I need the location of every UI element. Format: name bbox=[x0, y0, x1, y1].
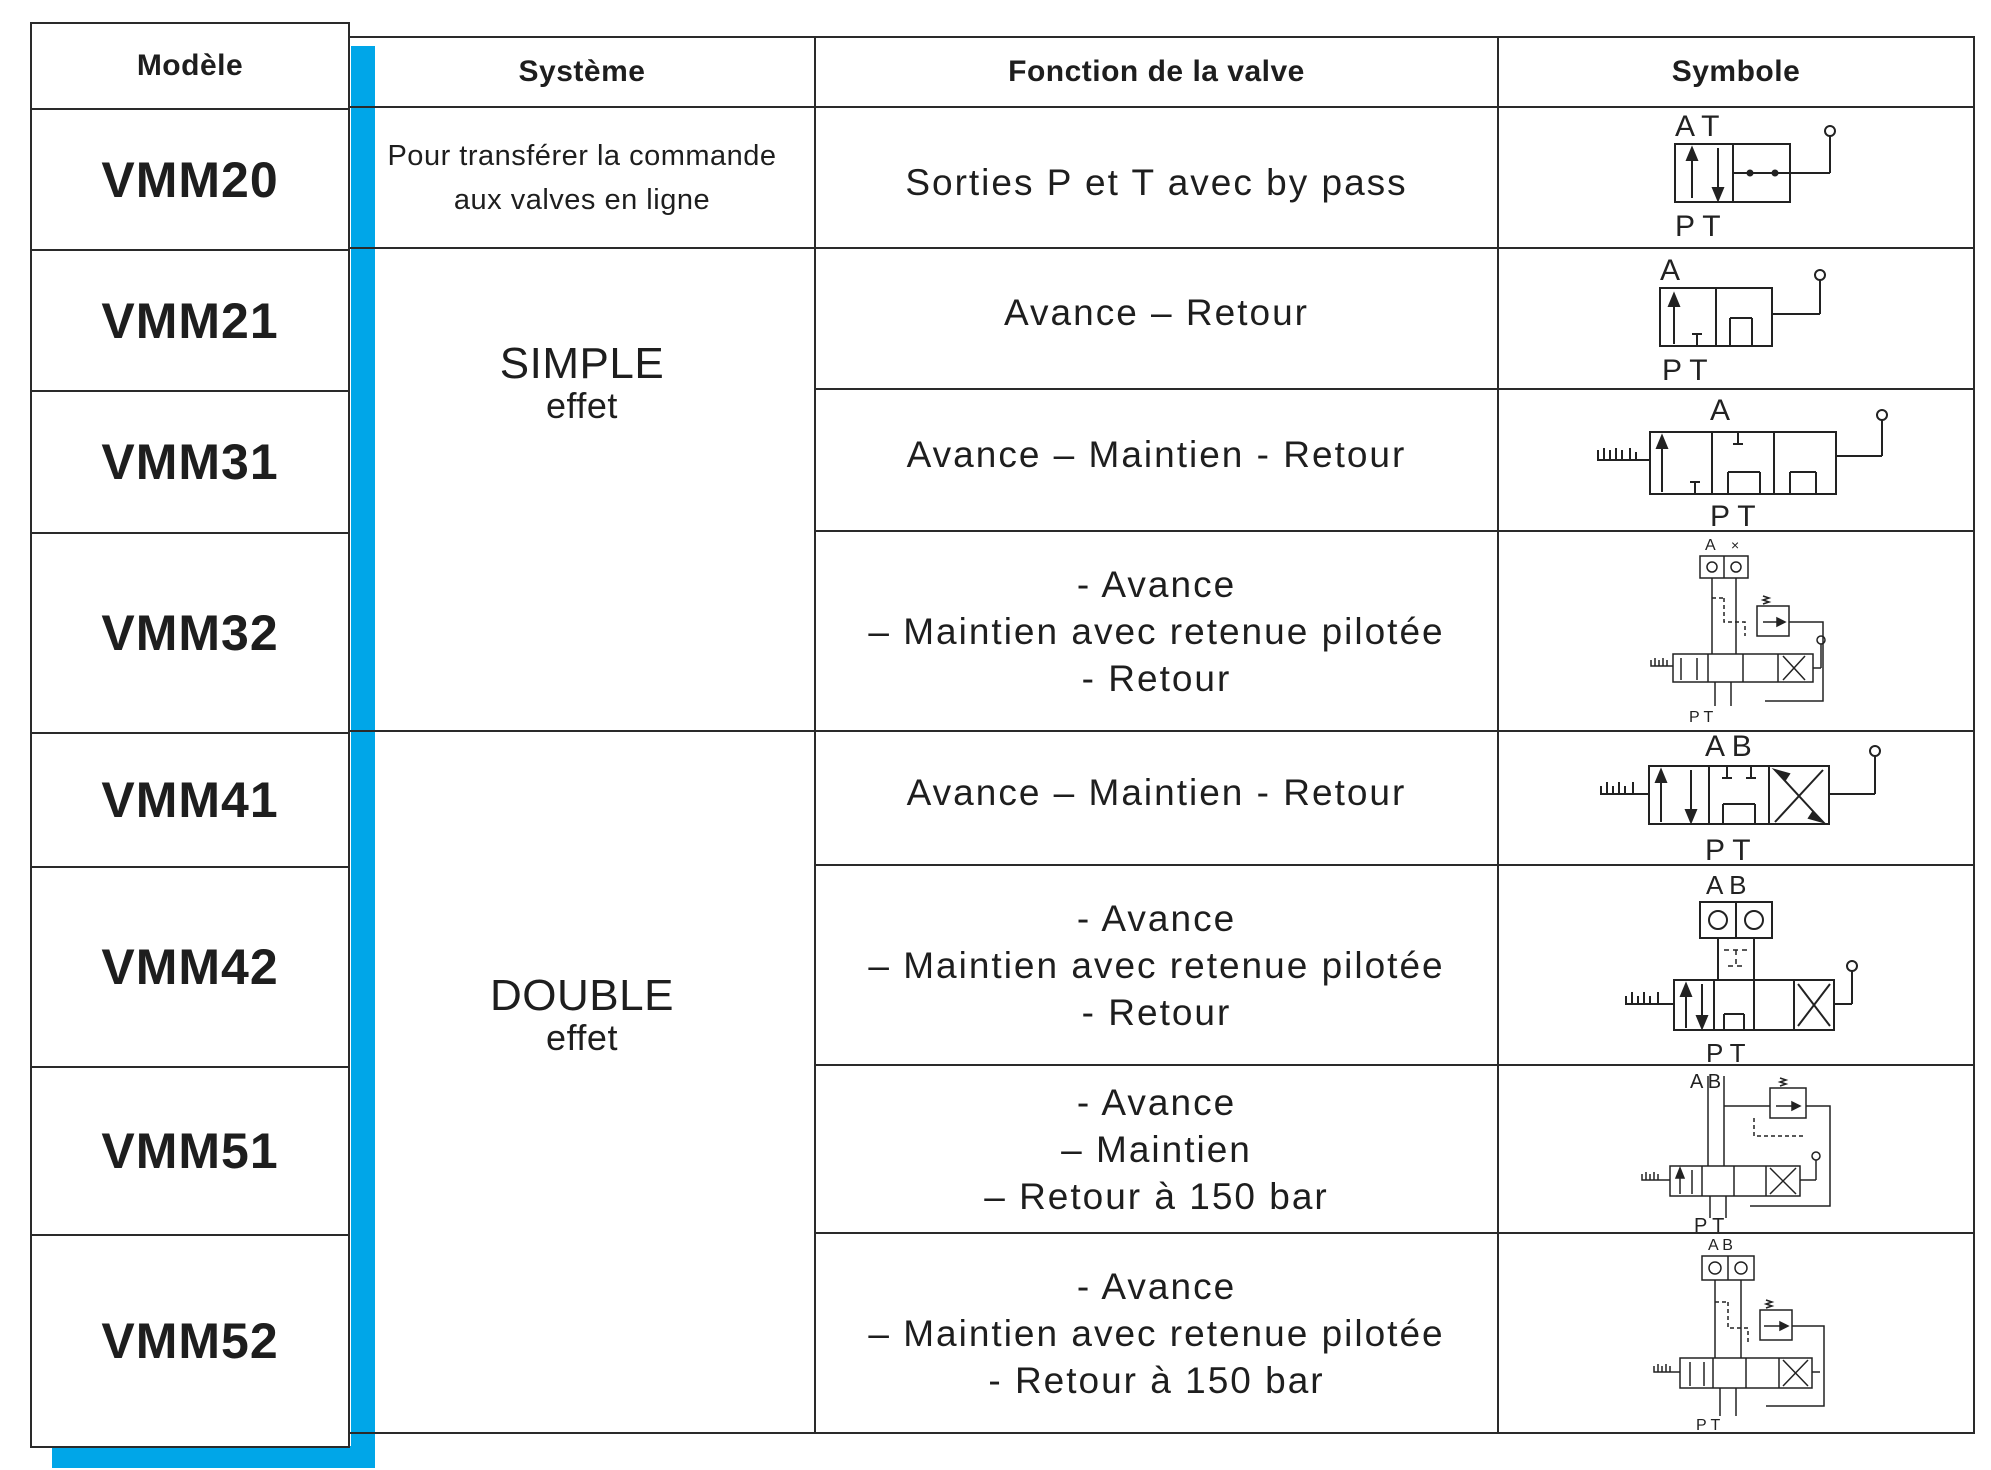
ports-top: A bbox=[1710, 394, 1730, 427]
function-cell: Avance – Retour bbox=[816, 249, 1497, 388]
function-cell: Avance – Maintien - Retour bbox=[816, 732, 1497, 864]
model-name: VMM42 bbox=[101, 939, 279, 995]
ports-top: A B bbox=[1706, 870, 1746, 900]
system-cell-simple: SIMPLE effet bbox=[350, 249, 814, 519]
model-cell: VMM52 bbox=[32, 1234, 348, 1446]
ports-bottom: P T bbox=[1662, 354, 1708, 387]
ports-top: A T bbox=[1675, 110, 1719, 143]
model-name: VMM21 bbox=[101, 292, 279, 349]
function-line: - Avance bbox=[1076, 897, 1237, 939]
function-line: – Maintien avec retenue pilotée bbox=[868, 610, 1445, 652]
symbol-header-cell: Symbole bbox=[1499, 38, 1973, 106]
ports-bottom: P T bbox=[1675, 210, 1721, 243]
valve-symbol-vmm31: A P T bbox=[1590, 390, 1890, 532]
function-line: Sorties P et T avec by pass bbox=[905, 162, 1408, 203]
function-line: - Avance bbox=[1076, 563, 1237, 605]
function-cell: - Avance – Maintien avec retenue pilotée… bbox=[816, 532, 1497, 730]
function-line: - Avance bbox=[1076, 1081, 1237, 1123]
function-line: – Retour à 150 bar bbox=[984, 1175, 1329, 1217]
ports-bottom: P T bbox=[1689, 709, 1714, 726]
valve-symbol-vmm51: A B P T bbox=[1630, 1070, 1850, 1234]
system-main: DOUBLE bbox=[490, 971, 674, 1020]
ports-bottom: P T bbox=[1696, 1417, 1721, 1434]
model-cell: VMM20 bbox=[32, 108, 348, 249]
system-line: aux valves en ligne bbox=[453, 183, 711, 216]
system-cell-transfer: Pour transférer la commande aux valves e… bbox=[350, 108, 814, 247]
model-name: VMM20 bbox=[101, 151, 279, 208]
function-header-cell: Fonction de la valve bbox=[816, 38, 1497, 106]
main-table: Système Fonction de la valve Symbole Pou… bbox=[350, 36, 1975, 1434]
ports-top: A B bbox=[1708, 1237, 1733, 1254]
ports-bottom: P T bbox=[1694, 1215, 1724, 1234]
function-line: Avance – Retour bbox=[1004, 292, 1309, 333]
accent-bar-horizontal bbox=[52, 1446, 375, 1468]
function-line: – Maintien bbox=[1061, 1128, 1252, 1170]
symbol-header: Symbole bbox=[1671, 55, 1801, 88]
model-cell: VMM51 bbox=[32, 1066, 348, 1234]
ports-bottom: P T bbox=[1710, 500, 1756, 532]
function-line: - Retour bbox=[1081, 657, 1232, 699]
system-header: Système bbox=[518, 55, 646, 88]
ports-bottom: P T bbox=[1705, 834, 1751, 866]
model-name: VMM52 bbox=[101, 1313, 279, 1369]
function-cell: Sorties P et T avec by pass bbox=[816, 108, 1497, 247]
function-line: – Maintien avec retenue pilotée bbox=[868, 944, 1445, 986]
system-main: SIMPLE bbox=[499, 339, 665, 388]
system-line: Pour transférer la commande bbox=[387, 139, 777, 172]
model-cell: VMM31 bbox=[32, 390, 348, 532]
valve-symbol-vmm20: A T P T bbox=[1630, 108, 1850, 246]
ports-top: A B bbox=[1690, 1071, 1721, 1093]
function-line: - Retour bbox=[1081, 991, 1232, 1033]
function-line: Avance – Maintien - Retour bbox=[906, 433, 1407, 475]
function-header: Fonction de la valve bbox=[1008, 55, 1305, 88]
system-cell-double: DOUBLE effet bbox=[350, 732, 814, 1300]
model-name: VMM32 bbox=[101, 605, 279, 661]
svg-text:×: × bbox=[1731, 537, 1739, 553]
model-cell: VMM32 bbox=[32, 532, 348, 732]
function-cell: - Avance – Maintien avec retenue pilotée… bbox=[816, 1234, 1497, 1432]
function-line: - Avance bbox=[1076, 1265, 1237, 1307]
valve-symbol-vmm32: A × P T bbox=[1645, 536, 1845, 728]
model-cell: VMM41 bbox=[32, 732, 348, 866]
ports-top: A bbox=[1705, 537, 1716, 554]
model-name: VMM31 bbox=[101, 434, 279, 490]
model-cell: VMM42 bbox=[32, 866, 348, 1066]
accent-bar-vertical bbox=[351, 46, 375, 1464]
function-cell: - Avance – Maintien – Retour à 150 bar bbox=[816, 1066, 1497, 1232]
ports-bottom: P T bbox=[1706, 1038, 1746, 1066]
valve-symbol-vmm42: A B P T bbox=[1620, 870, 1860, 1066]
ports-top: A bbox=[1660, 254, 1680, 287]
model-name: VMM41 bbox=[101, 772, 279, 828]
system-header-cell: Système bbox=[350, 38, 814, 106]
valve-symbol-vmm52: A B P T bbox=[1640, 1236, 1850, 1434]
function-line: – Maintien avec retenue pilotée bbox=[868, 1312, 1445, 1354]
valve-symbol-vmm21: A P T bbox=[1640, 250, 1840, 390]
model-column: Modèle VMM20 VMM21 VMM31 VMM32 VMM41 VMM… bbox=[30, 22, 350, 1448]
function-line: Avance – Maintien - Retour bbox=[906, 771, 1407, 813]
model-name: VMM51 bbox=[101, 1123, 279, 1179]
function-line: - Retour à 150 bar bbox=[988, 1359, 1325, 1401]
model-header-cell: Modèle bbox=[32, 24, 348, 108]
system-sub: effet bbox=[546, 385, 618, 426]
function-cell: Avance – Maintien - Retour bbox=[816, 390, 1497, 530]
model-cell: VMM21 bbox=[32, 249, 348, 390]
ports-top: A B bbox=[1705, 732, 1752, 763]
function-cell: - Avance – Maintien avec retenue pilotée… bbox=[816, 866, 1497, 1064]
system-sub: effet bbox=[546, 1017, 618, 1058]
valve-symbol-vmm41: A B P T bbox=[1595, 732, 1885, 866]
model-header: Modèle bbox=[136, 49, 244, 82]
